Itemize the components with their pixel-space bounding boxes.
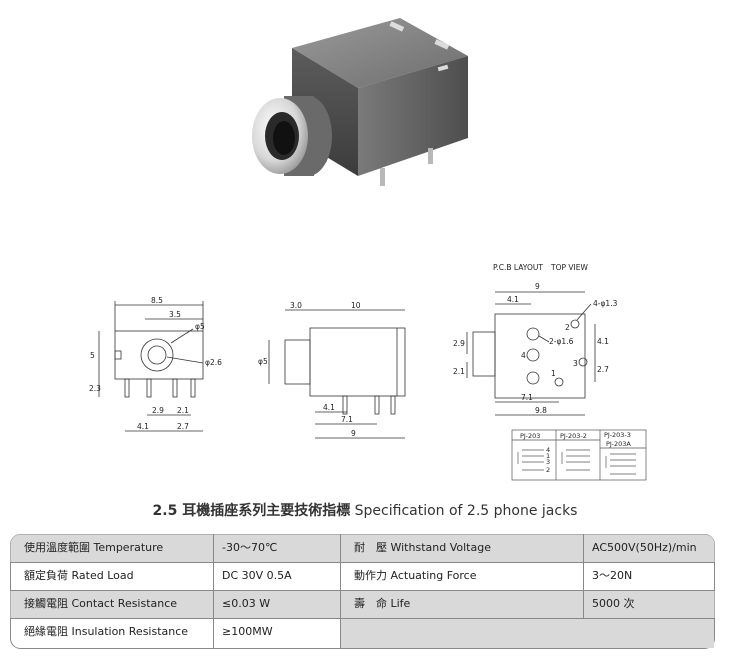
- front-dim-2-9: 2.9: [152, 406, 164, 415]
- spec-label-contact-resistance: 接觸電阻 Contact Resistance: [24, 597, 178, 610]
- front-dim-phi2-6: φ2.6: [205, 358, 222, 367]
- schematic-pin-4: 4: [546, 446, 550, 454]
- schematic-pin-3: 3: [546, 458, 550, 466]
- spec-value-insulation-resistance: ≥100MW: [222, 625, 273, 638]
- pcb-dim-2-1: 2.1: [453, 367, 465, 376]
- spec-value-withstand-voltage: AC500V(50Hz)/min: [592, 541, 697, 554]
- pcb-dim-2-7: 2.7: [597, 365, 609, 374]
- spec-label-insulation-resistance: 絕緣電阻 Insulation Resistance: [24, 625, 189, 638]
- pcb-dim-9-8: 9.8: [535, 406, 547, 415]
- schematic-header-pj203a: PJ-203A: [606, 440, 631, 448]
- front-dim-3-5: 3.5: [169, 310, 181, 319]
- spec-label-temperature: 使用溫度範圍 Temperature: [24, 541, 164, 554]
- pcb-topview-label: TOP VIEW: [550, 263, 588, 272]
- pcb-dim-4-phi1-3: 4-φ1.3: [593, 299, 618, 308]
- front-view-drawing: 8.5 3.5 φ5 φ2.6 5 2.3 2.9 2.1 4.1 2.7: [89, 296, 222, 432]
- pcb-dim-9: 9: [535, 282, 540, 291]
- schematic-table: PJ-203 PJ-203-2 PJ-203-3 PJ-203A 4 1 3 2: [511, 429, 647, 481]
- pcb-dim-2-9: 2.9: [453, 339, 465, 348]
- spec-title: 2.5 耳機插座系列主要技術指標 Specification of 2.5 ph…: [0, 500, 730, 520]
- schematic-header-pj203: PJ-203: [520, 432, 540, 440]
- pcb-pin-2: 2: [565, 323, 570, 332]
- spec-value-contact-resistance: ≤0.03 W: [222, 597, 271, 610]
- side-dim-10: 10: [351, 301, 361, 310]
- front-dim-8-5: 8.5: [151, 296, 163, 305]
- schematic-pin-2: 2: [546, 466, 550, 474]
- schematic-header-pj203-2: PJ-203-2: [560, 432, 587, 440]
- side-dim-7-1: 7.1: [341, 415, 353, 424]
- spec-label-rated-load: 額定負荷 Rated Load: [24, 569, 134, 582]
- pcb-dim-7-1: 7.1: [521, 393, 533, 402]
- pcb-dim-4-1-top: 4.1: [507, 295, 519, 304]
- front-dim-2-7: 2.7: [177, 422, 189, 431]
- side-dim-phi5: φ5: [258, 357, 268, 366]
- spec-row: 額定負荷 Rated Load DC 30V 0.5A 動作力 Actuatin…: [10, 562, 715, 590]
- pcb-pin-4: 4: [521, 351, 526, 360]
- front-dim-5: 5: [90, 351, 95, 360]
- pcb-dim-2-phi1-6: 2-φ1.6: [549, 337, 574, 346]
- side-view-drawing: 3.0 10 φ5 4.1 7.1 9: [258, 301, 406, 439]
- pcb-layout-drawing: P.C.B LAYOUT TOP VIEW 9 4.1 4-φ1.3 2-φ1.…: [453, 263, 618, 416]
- spec-title-cn: 2.5 耳機插座系列主要技術指標: [152, 503, 351, 519]
- side-dim-9: 9: [351, 429, 356, 438]
- pcb-pin-3: 3: [573, 359, 578, 368]
- side-dim-4-1: 4.1: [323, 403, 335, 412]
- schematic-header-pj203-3: PJ-203-3: [604, 431, 631, 439]
- spec-label-actuating-force: 動作力 Actuating Force: [354, 569, 477, 582]
- spec-value-rated-load: DC 30V 0.5A: [222, 569, 292, 582]
- schematic-pin-1: 1: [546, 452, 550, 460]
- spec-row: 使用溫度範圍 Temperature -30～70℃ 耐 壓 Withstand…: [10, 534, 715, 562]
- pcb-dim-4-1-right: 4.1: [597, 337, 609, 346]
- spec-value-temperature: -30～70℃: [222, 541, 278, 554]
- spec-label-withstand-voltage: 耐 壓 Withstand Voltage: [354, 541, 491, 554]
- spec-title-en: Specification of 2.5 phone jacks: [354, 503, 578, 519]
- spec-row: 絕緣電阻 Insulation Resistance ≥100MW: [10, 618, 715, 646]
- spec-label-life: 壽 命 Life: [354, 597, 411, 610]
- spec-value-actuating-force: 3～20N: [592, 569, 633, 582]
- product-image: [252, 18, 468, 186]
- pcb-layout-label: P.C.B LAYOUT: [493, 263, 543, 272]
- front-dim-2-1: 2.1: [177, 406, 189, 415]
- side-dim-3-0: 3.0: [290, 301, 302, 310]
- pcb-pin-1: 1: [551, 369, 556, 378]
- spec-table-frame: [10, 534, 715, 649]
- front-dim-phi5: φ5: [195, 322, 205, 331]
- front-dim-2-3: 2.3: [89, 384, 101, 393]
- spec-row: 接觸電阻 Contact Resistance ≤0.03 W 壽 命 Life…: [10, 590, 715, 618]
- spec-table: 使用溫度範圍 Temperature -30～70℃ 耐 壓 Withstand…: [10, 534, 715, 649]
- front-dim-4-1: 4.1: [137, 422, 149, 431]
- spec-value-life: 5000 次: [592, 597, 635, 610]
